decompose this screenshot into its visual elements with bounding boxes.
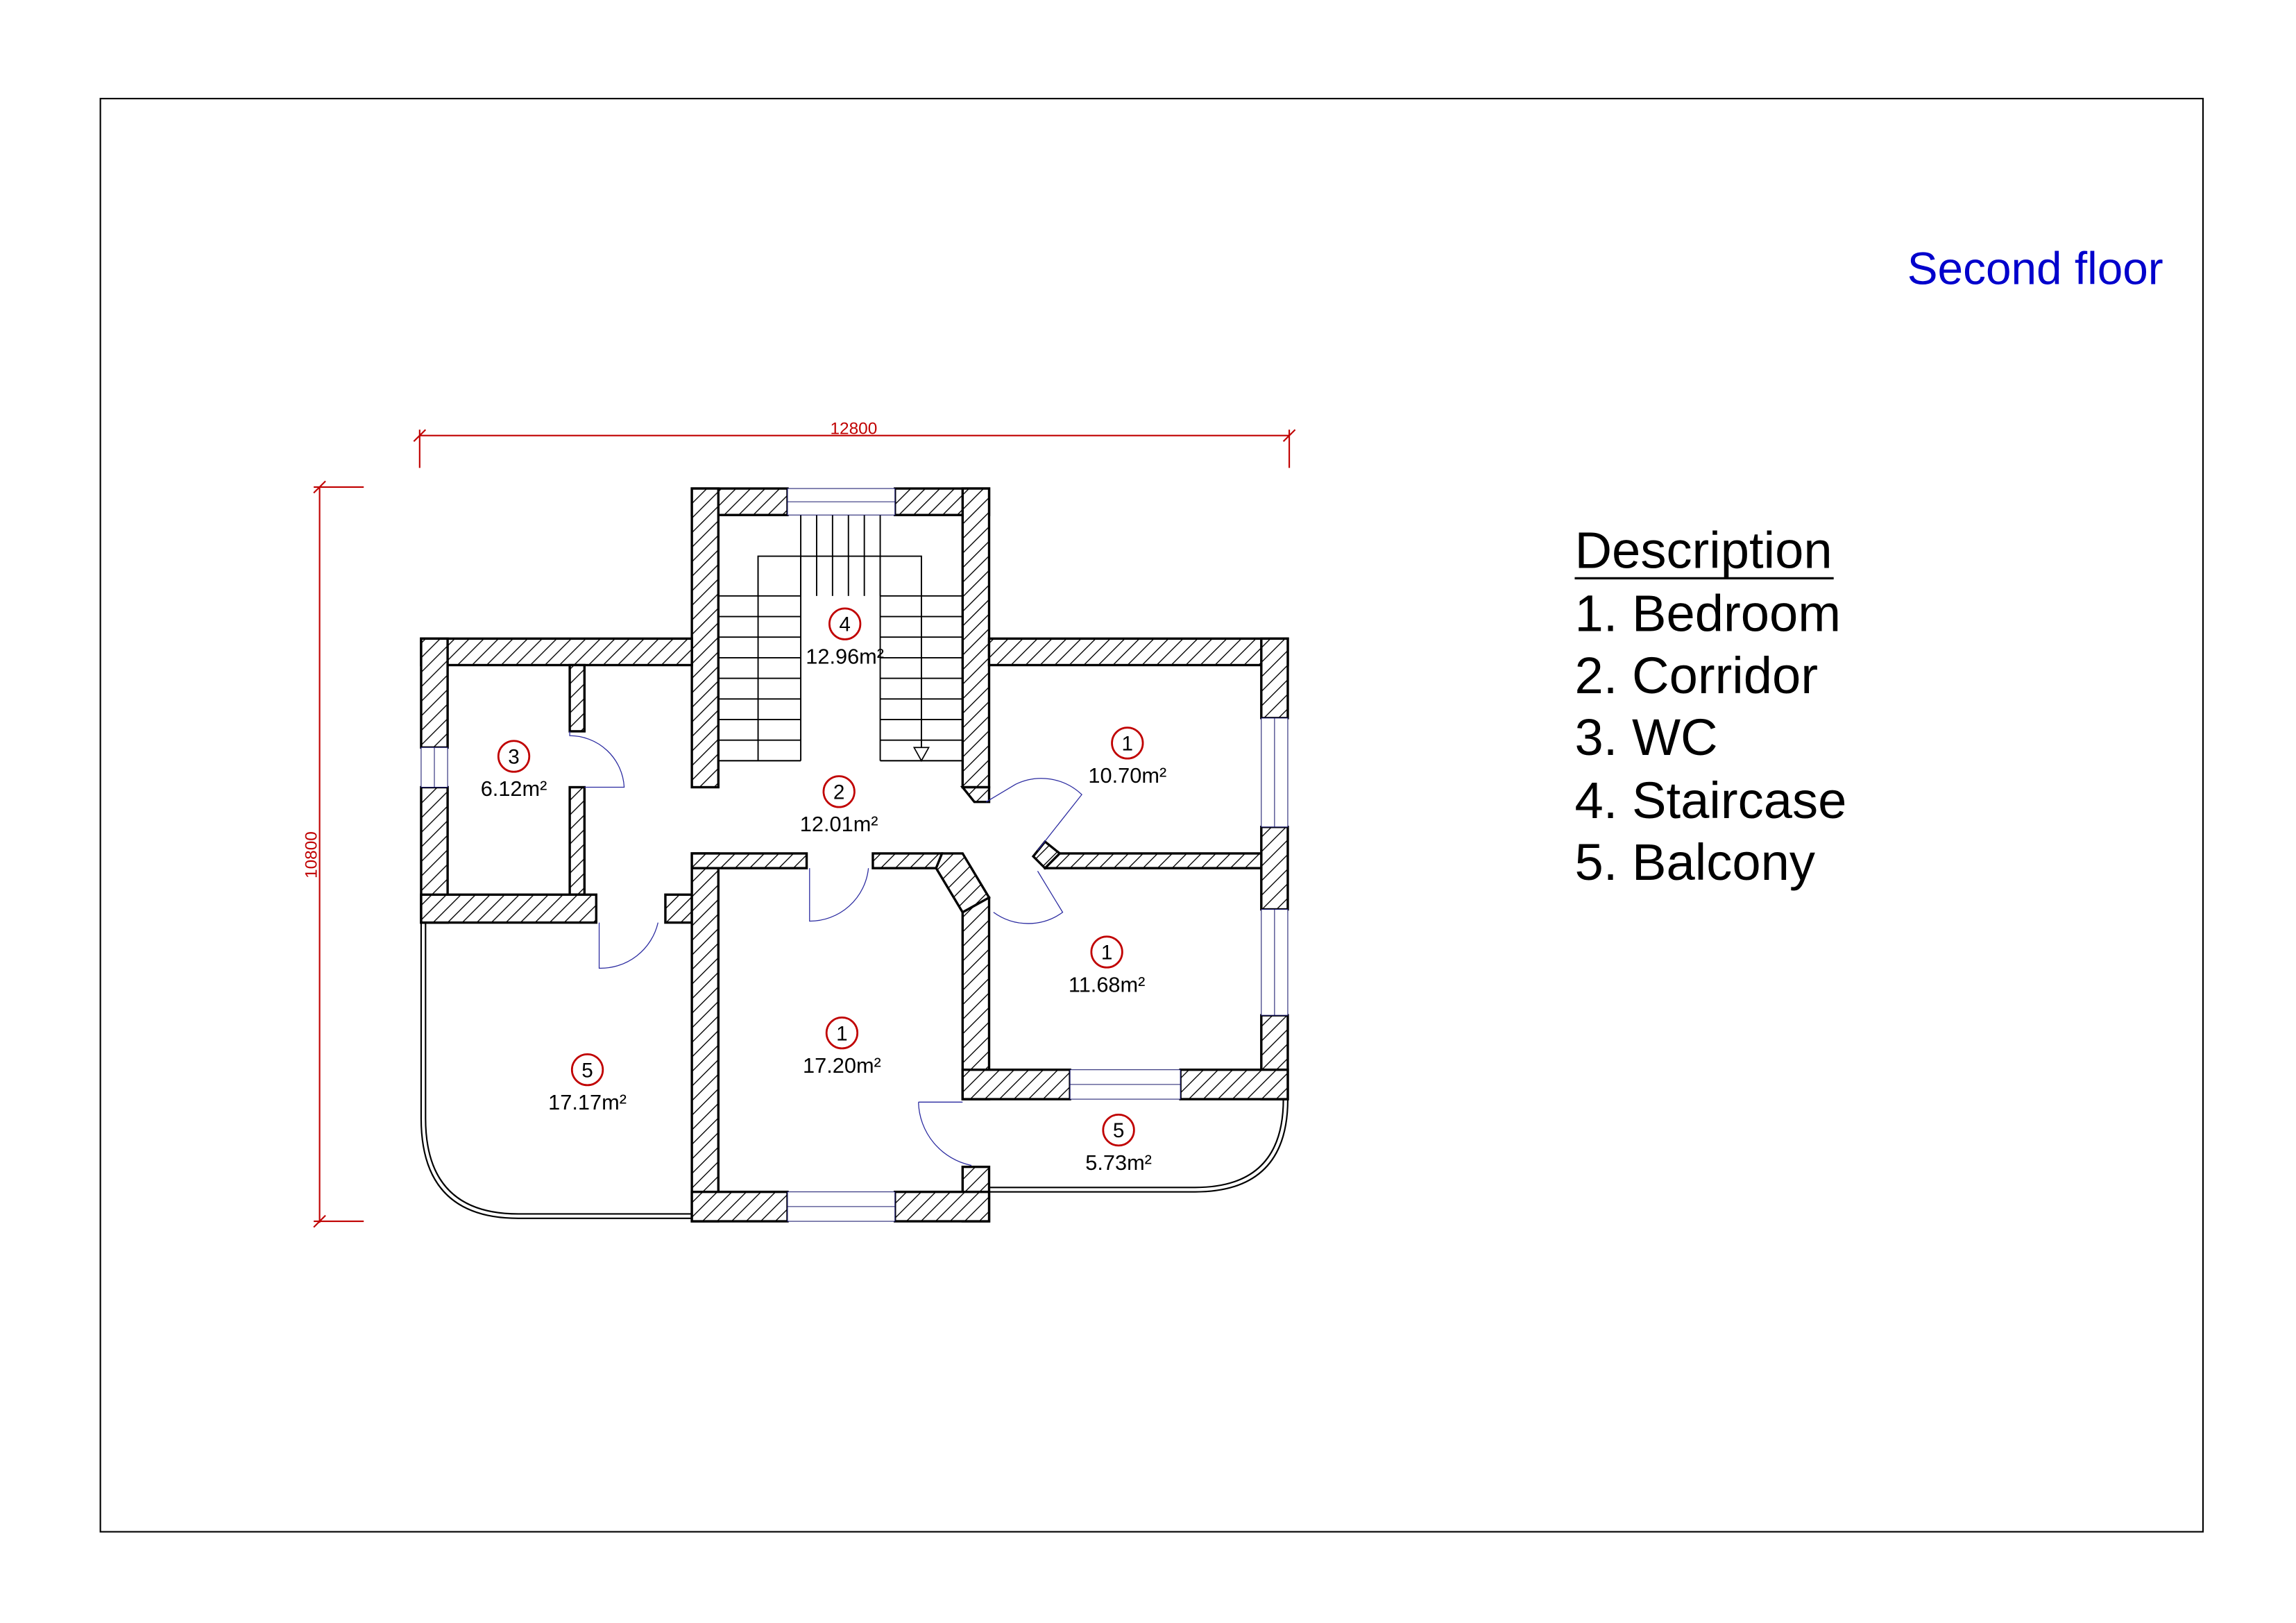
wall [690, 487, 720, 789]
wall [420, 637, 693, 667]
door-wc [569, 731, 625, 788]
legend-item-corridor: 2. Corridor [1574, 647, 1818, 704]
walls [420, 487, 1289, 1223]
room-area: 12.01m² [800, 812, 878, 836]
door-balcony-right [918, 1101, 972, 1166]
room-number-marker [1102, 1113, 1135, 1147]
room-label: 5 17.17m² [548, 1053, 627, 1114]
sheet-title: Second floor [1907, 242, 2163, 294]
room-number: 2 [833, 781, 845, 804]
legend-heading: Description [1574, 522, 1832, 579]
wall [961, 1068, 1071, 1101]
room-label: 3 6.12m² [481, 740, 547, 801]
wall [568, 785, 586, 897]
room-number: 1 [1122, 732, 1134, 755]
room-number-marker [570, 1053, 604, 1087]
legend-item-balcony: 5. Balcony [1574, 833, 1815, 891]
room-area: 12.96m² [806, 644, 884, 668]
room-number: 5 [1113, 1119, 1125, 1142]
room-area: 10.70m² [1088, 763, 1166, 788]
room-number-marker [1111, 726, 1144, 760]
wall [690, 852, 808, 869]
room-number-marker [828, 607, 862, 640]
room-number-marker [1090, 935, 1123, 969]
wall [961, 487, 991, 789]
stair-arrow-icon [912, 747, 930, 763]
sheet-border [99, 98, 2204, 1533]
wall [894, 1190, 991, 1223]
balcony-outline [420, 922, 1289, 1219]
doors [569, 731, 1082, 1166]
wall [935, 852, 991, 915]
legend-item-staircase: 4. Staircase [1574, 772, 1846, 829]
dimension-height-label: 10800 [302, 831, 321, 878]
dimension-width: 12800 [413, 420, 1296, 468]
room-number: 1 [1101, 942, 1113, 965]
room-number: 3 [508, 746, 520, 769]
room-label: 1 11.68m² [1069, 935, 1145, 996]
room-label: 1 17.20m² [803, 1017, 881, 1078]
room-label: 5 5.73m² [1085, 1113, 1152, 1175]
room-number-marker [497, 740, 531, 773]
stair-direction-line [757, 555, 922, 751]
wall [568, 663, 586, 733]
wall [871, 852, 944, 869]
room-area: 5.73m² [1085, 1150, 1152, 1175]
legend-item-wc: 3. WC [1574, 708, 1717, 766]
windows [420, 488, 1289, 1222]
room-label: 4 12.96m² [806, 607, 884, 668]
room-number-marker [825, 1017, 859, 1050]
door-bedroom-center [809, 868, 869, 922]
legend: Description 1. Bedroom 2. Corridor 3. WC… [1574, 522, 1846, 892]
wall [690, 1190, 789, 1223]
door-balcony-left [598, 922, 658, 969]
wall [1179, 1068, 1289, 1101]
room-number-marker [822, 775, 856, 808]
room-area: 11.68m² [1069, 972, 1145, 996]
wall [664, 893, 693, 924]
dimension-width-label: 12800 [830, 420, 877, 439]
room-area: 17.17m² [548, 1090, 627, 1114]
wall [420, 893, 597, 924]
wall [1260, 826, 1289, 911]
room-label: 2 12.01m² [800, 775, 878, 836]
room-label: 1 10.70m² [1088, 726, 1166, 788]
dimension-height: 10800 [302, 480, 364, 1228]
wall [1260, 637, 1289, 720]
wall [1044, 852, 1263, 869]
room-area: 17.20m² [803, 1053, 881, 1078]
wall [987, 637, 1289, 667]
wall [960, 785, 991, 804]
door-bedroom-right-top [985, 778, 1082, 851]
legend-item-bedroom: 1. Bedroom [1574, 585, 1841, 643]
wall [690, 852, 720, 1223]
door-bedroom-right-bottom [993, 871, 1064, 924]
room-number: 1 [836, 1022, 848, 1045]
room-area: 6.12m² [481, 776, 547, 801]
room-number: 5 [581, 1059, 593, 1082]
wall [420, 637, 449, 749]
room-number: 4 [839, 613, 851, 636]
staircase [718, 515, 963, 763]
